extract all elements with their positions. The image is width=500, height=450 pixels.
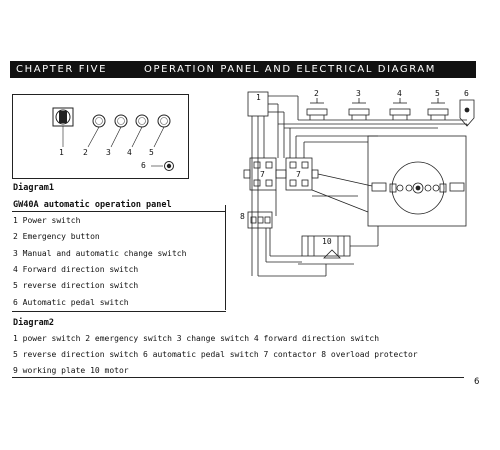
panel-label-5: 5 bbox=[149, 148, 154, 157]
schematic-label-4: 4 bbox=[397, 89, 402, 98]
schematic-label-2: 2 bbox=[314, 89, 319, 98]
diagram1-item: 1 Power switch bbox=[13, 216, 81, 225]
reverse-switch-icon bbox=[157, 114, 171, 128]
panel-label-1: 1 bbox=[59, 148, 64, 157]
chapter-banner: CHAPTER FIVE OPERATION PANEL AND ELECTRI… bbox=[10, 61, 476, 78]
schematic-label-7b: 7 bbox=[296, 170, 301, 179]
diagram2-line: 9 working plate 10 motor bbox=[13, 366, 129, 375]
diagram1-heading: Diagram1 bbox=[13, 183, 54, 193]
reverse-switch-icon bbox=[427, 98, 449, 120]
diagram2-line: 5 reverse direction switch 6 automatic p… bbox=[13, 350, 418, 359]
diagram2-heading: Diagram2 bbox=[13, 318, 54, 328]
divider bbox=[225, 205, 226, 310]
schematic-label-8: 8 bbox=[240, 212, 245, 221]
diagram1-item: 5 reverse direction switch bbox=[13, 281, 139, 290]
page-number: 6 bbox=[474, 377, 480, 387]
turntable-icon bbox=[391, 161, 445, 215]
schematic-label-6: 6 bbox=[464, 89, 469, 98]
pedal-socket-icon bbox=[164, 161, 174, 171]
electrical-diagram: 1 2 3 4 5 6 7 7 8 10 bbox=[238, 86, 478, 286]
schematic-label-10: 10 bbox=[322, 237, 332, 246]
divider bbox=[12, 311, 226, 312]
change-switch-icon bbox=[348, 98, 370, 120]
overload-protector-icon bbox=[247, 211, 273, 229]
diagram1-item: 4 Forward direction switch bbox=[13, 265, 139, 274]
diagram1-item: 2 Emergency button bbox=[13, 232, 100, 241]
panel-label-4: 4 bbox=[127, 148, 132, 157]
operation-panel-drawing: 1 2 3 4 5 6 bbox=[12, 94, 189, 179]
divider bbox=[12, 377, 464, 378]
panel-label-2: 2 bbox=[83, 148, 88, 157]
schematic-label-3: 3 bbox=[356, 89, 361, 98]
forward-switch-icon bbox=[135, 114, 149, 128]
panel-label-3: 3 bbox=[106, 148, 111, 157]
pedal-plug-icon bbox=[459, 99, 475, 127]
diagram1-item: 6 Automatic pedal switch bbox=[13, 298, 129, 307]
schematic-label-5: 5 bbox=[435, 89, 440, 98]
emergency-switch-icon bbox=[306, 98, 328, 120]
working-plate-icon bbox=[367, 135, 467, 227]
divider bbox=[12, 211, 226, 212]
chapter-title: OPERATION PANEL AND ELECTRICAL DIAGRAM bbox=[144, 64, 437, 75]
schematic-label-1: 1 bbox=[256, 93, 261, 102]
panel-label-6: 6 bbox=[141, 161, 146, 170]
diagram1-item: 3 Manual and automatic change switch bbox=[13, 249, 187, 258]
diagram1-subheading: GW40A automatic operation panel bbox=[13, 200, 172, 210]
forward-switch-icon bbox=[389, 98, 411, 120]
electrical-diagram-svg bbox=[243, 91, 475, 277]
operation-panel-svg bbox=[52, 107, 174, 171]
chapter-label: CHAPTER FIVE bbox=[16, 64, 107, 75]
change-switch-icon bbox=[114, 114, 128, 128]
schematic-label-7a: 7 bbox=[260, 170, 265, 179]
diagram2-line: 1 power switch 2 emergency switch 3 chan… bbox=[13, 334, 380, 343]
emergency-button-icon bbox=[92, 114, 106, 128]
